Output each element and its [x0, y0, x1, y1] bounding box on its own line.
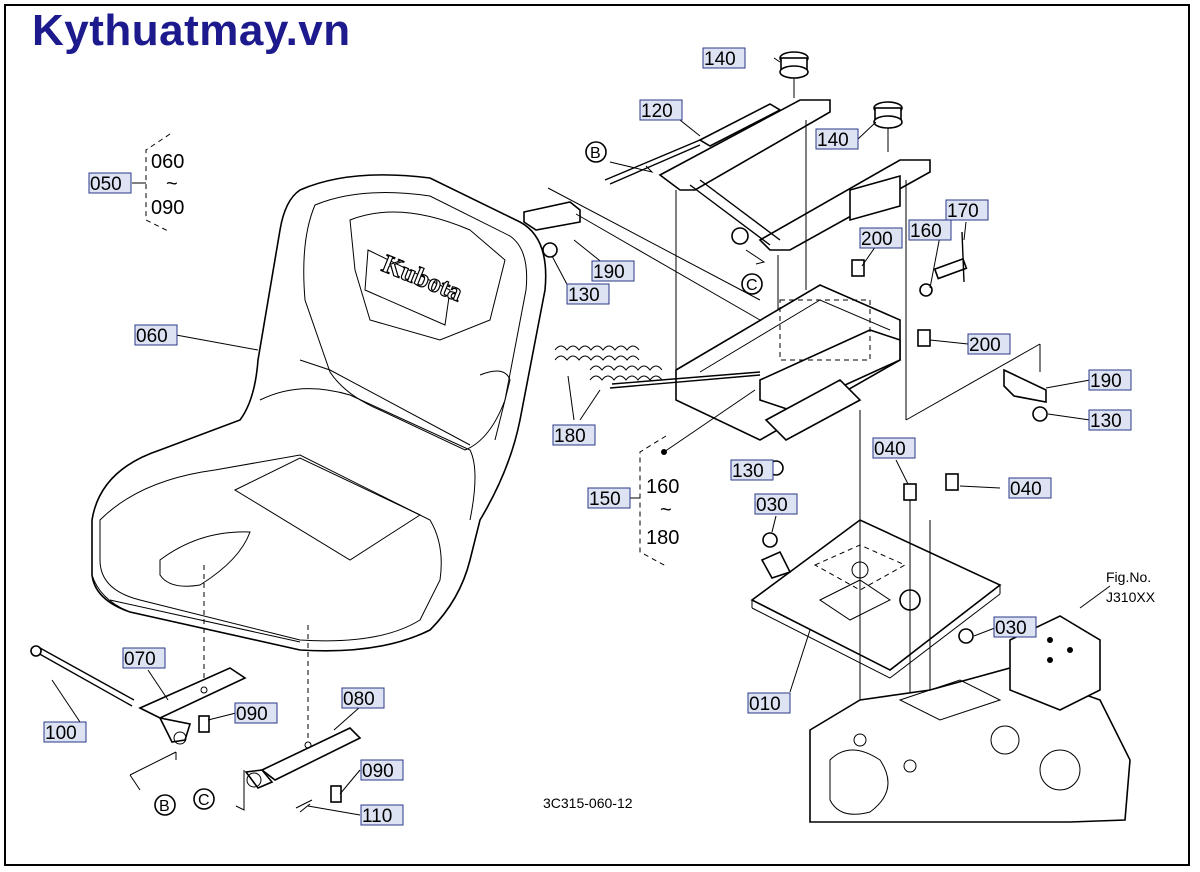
- diagram-frame: [4, 4, 1190, 866]
- ref-b-upper: B: [590, 145, 601, 162]
- slide-rail-assembly: [523, 51, 931, 420]
- slide-base-assembly: [554, 231, 1048, 476]
- callout-140-top: 140: [704, 49, 736, 70]
- callout-160-top: 160: [910, 221, 942, 242]
- ref-c-lower: C: [198, 792, 210, 809]
- callout-100: 100: [45, 723, 77, 744]
- transmission-housing: [809, 585, 1131, 823]
- callout-190-right: 190: [1090, 371, 1122, 392]
- callout-040-right: 040: [1010, 479, 1042, 500]
- callout-040-left: 040: [874, 439, 906, 460]
- callout-150: 150: [589, 489, 621, 510]
- callout-090-right: 090: [362, 761, 394, 782]
- range-060: 060: [151, 151, 184, 173]
- callout-060: 060: [136, 326, 168, 347]
- callout-140: 140: [817, 130, 849, 151]
- reference-markers: B C B C: [154, 141, 763, 816]
- callout-110: 110: [362, 806, 392, 827]
- callout-200-top: 200: [861, 229, 893, 250]
- callout-labels: 050 060 ~ 090 060 070 100 090 080 090 11…: [43, 47, 1132, 827]
- callout-190-left: 190: [593, 262, 625, 283]
- drawing-code: 3C315-060-12: [543, 795, 633, 811]
- callout-030-right: 030: [995, 618, 1027, 639]
- callout-030-left: 030: [756, 495, 788, 516]
- site-title: Kythuatmay.vn: [32, 6, 351, 55]
- callout-130-right: 130: [1090, 411, 1122, 432]
- callout-090-left: 090: [236, 704, 268, 725]
- seat-brackets: [30, 645, 362, 813]
- range-tilde-2: ~: [660, 499, 672, 521]
- seat-illustration: Kubota: [91, 174, 547, 740]
- callout-010: 010: [749, 694, 781, 715]
- figure-note-number: J310XX: [1106, 589, 1156, 605]
- figure-note-label: Fig.No.: [1106, 569, 1151, 585]
- range-tilde-1: ~: [166, 173, 178, 195]
- callout-200-right: 200: [969, 335, 1001, 356]
- mounting-plate: [750, 410, 1002, 780]
- ref-c-upper: C: [746, 277, 758, 294]
- callout-130-center: 130: [732, 461, 764, 482]
- callout-050: 050: [90, 174, 122, 195]
- callout-130-left: 130: [568, 285, 600, 306]
- range-090: 090: [151, 197, 184, 219]
- ref-b-lower: B: [159, 798, 170, 815]
- callout-120: 120: [641, 101, 673, 122]
- range-180: 180: [646, 527, 679, 549]
- callout-180: 180: [554, 426, 586, 447]
- callout-170: 170: [947, 201, 979, 222]
- callout-070: 070: [124, 649, 156, 670]
- callout-080: 080: [343, 689, 375, 710]
- range-160: 160: [646, 476, 679, 498]
